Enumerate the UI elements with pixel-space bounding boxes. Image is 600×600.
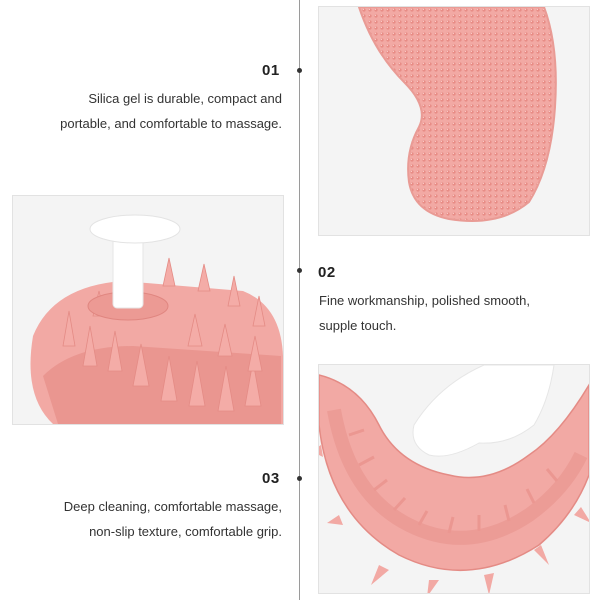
- feature-03-line-1: Deep cleaning, comfortable massage,: [63, 499, 282, 514]
- product-photo-u-shaped-bristles: [318, 364, 590, 594]
- feature-03-description: Deep cleaning, comfortable massage, non-…: [20, 494, 282, 544]
- feature-01-description: Silica gel is durable, compact and porta…: [20, 86, 282, 136]
- feature-03-number: 03: [262, 470, 280, 487]
- feature-01-number: 01: [262, 62, 280, 79]
- feature-02-number: 02: [318, 264, 336, 281]
- feature-02-description: Fine workmanship, polished smooth, suppl…: [319, 288, 589, 338]
- feature-03-line-2: non-slip texture, comfortable grip.: [89, 524, 282, 539]
- feature-01-line-1: Silica gel is durable, compact and: [88, 91, 282, 106]
- feature-01-line-2: portable, and comfortable to massage.: [60, 116, 282, 131]
- feature-02-line-1: Fine workmanship, polished smooth,: [319, 293, 530, 308]
- product-photo-scalp-brush: [12, 195, 284, 425]
- feature-02-line-2: supple touch.: [319, 318, 397, 333]
- center-divider-line: [299, 0, 300, 600]
- feature-02-marker-dot: [297, 268, 302, 273]
- product-photo-bristle-closeup: [318, 6, 590, 236]
- feature-01-marker-dot: [297, 68, 302, 73]
- feature-03-marker-dot: [297, 476, 302, 481]
